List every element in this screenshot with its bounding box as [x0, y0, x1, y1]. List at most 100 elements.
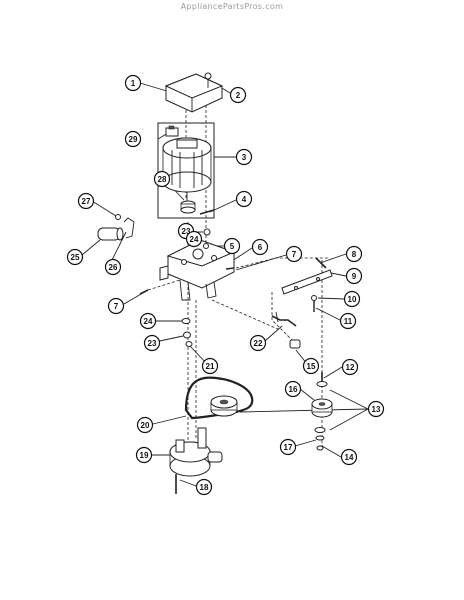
nut-23-lower: [183, 331, 191, 339]
linkage-rod: [315, 257, 327, 269]
callout-c23b: 23: [143, 334, 161, 352]
callout-circle: [143, 334, 161, 352]
callout-c11: 11: [339, 312, 357, 330]
callout-label: 26: [109, 263, 118, 272]
callout-circle: [285, 245, 303, 263]
callout-label: 21: [206, 362, 215, 371]
callout-label: 18: [200, 483, 209, 492]
callout-circle: [185, 230, 203, 248]
pump-pulley: [210, 395, 238, 417]
callout-circle: [284, 380, 302, 398]
callout-circle: [139, 312, 157, 330]
callout-label: 24: [144, 317, 153, 326]
callout-circle: [235, 148, 253, 166]
motor-pulley: [180, 200, 196, 214]
callout-c21: 21: [201, 357, 219, 375]
callout-c8: 8: [345, 245, 363, 263]
callout-c10: 10: [343, 290, 361, 308]
nut-upper: [203, 228, 211, 236]
capacitor: [97, 227, 124, 241]
callout-label: 16: [289, 385, 298, 394]
watermark: AppliancePartsPros.com: [180, 2, 284, 11]
callout-c7b: 7: [107, 297, 125, 315]
motor-bolt: [199, 209, 215, 215]
callout-circle: [367, 400, 385, 418]
callout-circle: [345, 267, 363, 285]
leader-lines: [81, 81, 369, 487]
callout-c25: 25: [66, 248, 84, 266]
callout-c3: 3: [235, 148, 253, 166]
callout-label: 4: [242, 195, 247, 204]
callout-label: 12: [346, 363, 355, 372]
capacitor-screw: [115, 214, 121, 220]
callout-label: 14: [345, 453, 354, 462]
callout-label: 25: [71, 253, 80, 262]
callout-label: 20: [141, 421, 150, 430]
callout-label: 23: [148, 339, 157, 348]
callout-circle: [251, 238, 269, 256]
callout-c4: 4: [235, 190, 253, 208]
linkage-clip: [311, 295, 317, 301]
callout-label: 3: [242, 153, 247, 162]
callout-label: 6: [258, 243, 263, 252]
callout-c24b: 24: [139, 312, 157, 330]
callout-circle: [340, 448, 358, 466]
callout-circle: [77, 192, 95, 210]
callout-label: 27: [82, 197, 91, 206]
shift-actuator: [289, 339, 301, 349]
motor-mount-bracket: [159, 239, 236, 301]
callout-label: 19: [140, 451, 149, 460]
callout-circle: [107, 297, 125, 315]
callout-label: 7: [114, 302, 119, 311]
cover-screw: [204, 72, 212, 88]
callout-c26: 26: [104, 258, 122, 276]
callout-c1: 1: [124, 74, 142, 92]
callout-c18: 18: [195, 478, 213, 496]
callout-circle: [345, 245, 363, 263]
callout-c17: 17: [279, 438, 297, 456]
callout-label: 13: [372, 405, 381, 414]
callout-c15: 15: [302, 357, 320, 375]
bracket-grommet: [203, 243, 209, 249]
callout-circle: [229, 86, 247, 104]
callout-label: 1: [131, 79, 136, 88]
callout-c13: 13: [367, 400, 385, 418]
callout-c27: 27: [77, 192, 95, 210]
callout-circle: [302, 357, 320, 375]
transmission-pulley: [311, 398, 333, 418]
callout-c24a: 24: [185, 230, 203, 248]
callout-label: 5: [230, 242, 235, 251]
callout-circle: [195, 478, 213, 496]
bracket-screw-right: [225, 267, 235, 270]
bracket-screw-left: [139, 289, 149, 295]
capacitor-bracket: [123, 217, 135, 239]
callout-c12: 12: [341, 358, 359, 376]
callout-label: 23: [182, 227, 191, 236]
shift-lever: [271, 311, 297, 327]
callout-label: 8: [352, 250, 357, 259]
callout-circle: [124, 130, 142, 148]
callout-c6: 6: [251, 238, 269, 256]
pulley-nut-14: [316, 445, 324, 451]
callout-circle: [153, 170, 171, 188]
callout-circle: [135, 446, 153, 464]
callout-label: 9: [352, 272, 357, 281]
callout-label: 10: [348, 295, 357, 304]
callout-label: 15: [307, 362, 316, 371]
motor-switch: [165, 125, 179, 137]
callout-circle: [104, 258, 122, 276]
callout-circle: [339, 312, 357, 330]
drain-pump: [169, 427, 223, 477]
callout-c9: 9: [345, 267, 363, 285]
motor-cover: [164, 73, 224, 113]
spacer-21: [185, 341, 193, 347]
callout-circle: [136, 416, 154, 434]
callout-c28: 28: [153, 170, 171, 188]
linkage-arm: [281, 269, 333, 295]
callout-label: 7: [292, 250, 297, 259]
pulley-washer-upper: [316, 381, 328, 387]
callout-circle: [201, 357, 219, 375]
callout-c29: 29: [124, 130, 142, 148]
callout-c19: 19: [135, 446, 153, 464]
